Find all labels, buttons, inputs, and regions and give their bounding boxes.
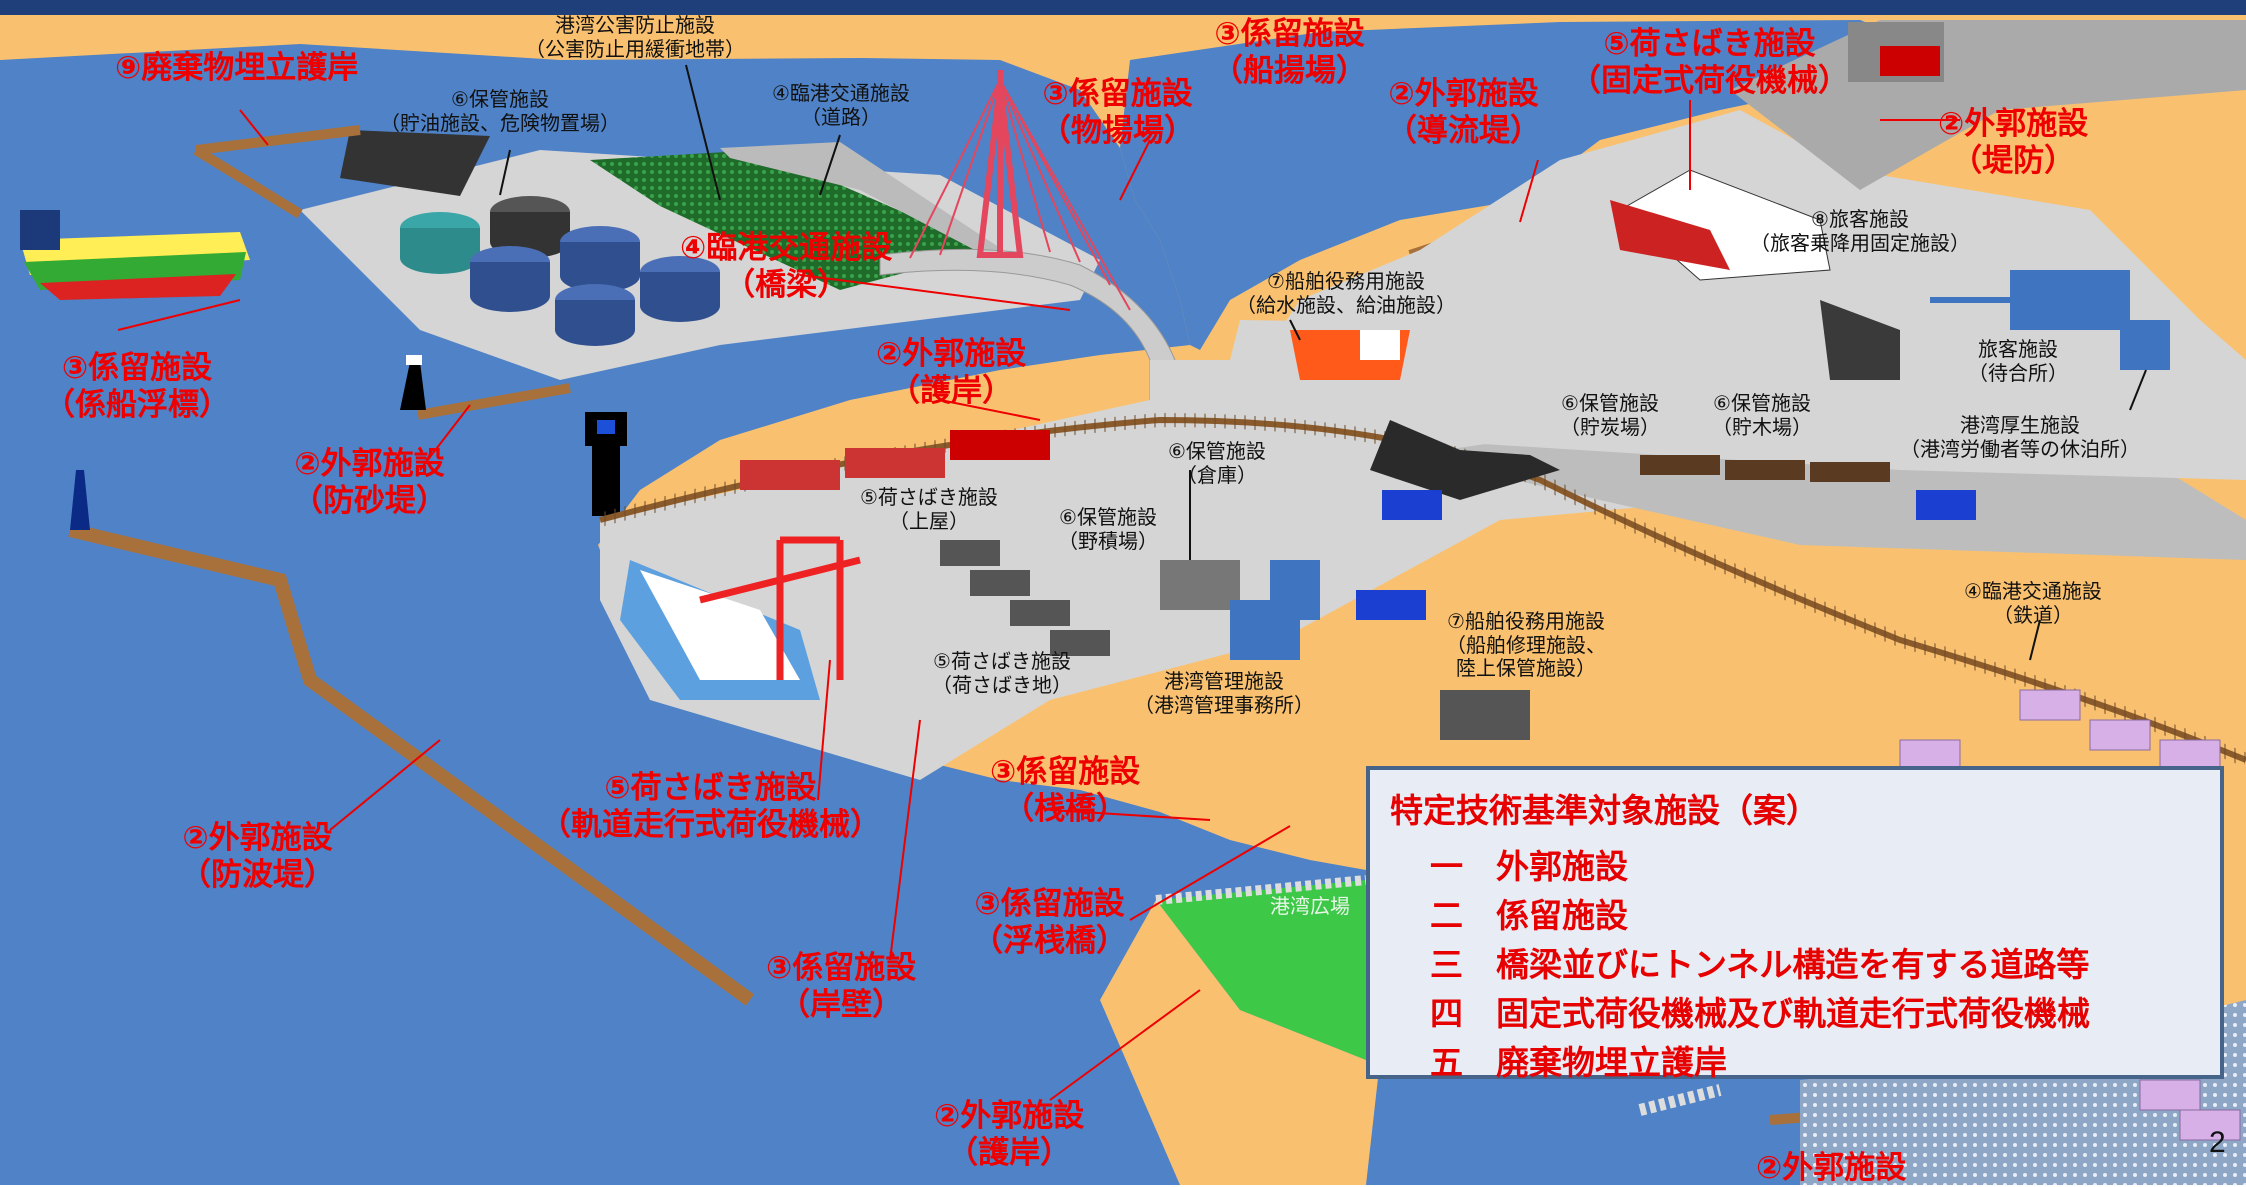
sand-barrier-wall bbox=[417, 383, 571, 420]
label-road: ④臨港交通施設（道路） bbox=[772, 81, 910, 129]
label-floating-pier: ③係留施設（浮桟橋） bbox=[972, 886, 1127, 959]
blue-gate-1 bbox=[1382, 490, 1442, 520]
label-warehouse: ⑥保管施設（倉庫） bbox=[1168, 439, 1266, 487]
label-shed: ⑤荷さばき施設（上屋） bbox=[860, 485, 998, 533]
plaza-shore bbox=[1100, 900, 1366, 1185]
label-waste-revetment: ⑨廃棄物埋立護岸 bbox=[115, 50, 359, 86]
freight-train bbox=[740, 430, 1050, 490]
label-water-supply: ⑦船舶役務用施設（給水施設、給油施設） bbox=[1236, 269, 1456, 317]
seawall-blocks-2 bbox=[1638, 1084, 1722, 1116]
label-revetment-top: ②外郭施設（護岸） bbox=[876, 336, 1027, 409]
label-storage-oil: ⑥保管施設（貯油施設、危険物置場） bbox=[380, 87, 620, 135]
annotation-arrows bbox=[117, 100, 1960, 1101]
label-passenger-fixed: ⑧旅客施設（旅客乗降用固定施設） bbox=[1750, 207, 1970, 255]
label-mooring-unload: ③係留施設（物揚場） bbox=[1040, 76, 1195, 149]
top-bar bbox=[0, 0, 2246, 15]
blue-gate-3 bbox=[1356, 590, 1426, 620]
legend-box: 特定技術基準対象施設（案） 一外郭施設 二係留施設 三橋梁並びにトンネル構造を有… bbox=[1366, 766, 2224, 1082]
label-welfare: 港湾厚生施設（港湾労働者等の休泊所） bbox=[1900, 413, 2140, 461]
waste-landfill bbox=[340, 130, 490, 196]
road-upper bbox=[720, 142, 1000, 258]
label-cargo-rail: ⑤荷さばき施設（軌道走行式荷役機械） bbox=[540, 770, 881, 843]
label-railway: ④臨港交通施設（鉄道） bbox=[1964, 579, 2102, 627]
label-pollution-buffer: 港湾公害防止施設（公害防止用緩衝地帯） bbox=[525, 13, 745, 61]
page-number: 2 bbox=[2209, 1126, 2226, 1159]
red-gate bbox=[1880, 46, 1940, 76]
label-ship-repair: ⑦船舶役務用施設（船舶修理施設、陸上保管施設） bbox=[1446, 609, 1606, 681]
label-buoy: ③係留施設（係船浮標） bbox=[44, 350, 230, 423]
legend-item: 四固定式荷役機械及び軌道走行式荷役機械 bbox=[1430, 994, 2090, 1033]
label-sand-barrier: ②外郭施設（防砂堤） bbox=[292, 446, 447, 519]
plaza-green bbox=[1156, 880, 1366, 1060]
houses bbox=[1899, 689, 2241, 1141]
label-outer-levee: ②外郭施設（堤防） bbox=[1938, 106, 2089, 179]
label-revetment-bottom: ②外郭施設（護岸） bbox=[934, 1098, 1085, 1171]
oil-tanks bbox=[400, 196, 720, 346]
cable-stayed-bridge bbox=[879, 70, 1176, 401]
label-port-office: 港湾管理施設（港湾管理事務所） bbox=[1134, 669, 1314, 717]
legend-title: 特定技術基準対象施設（案） bbox=[1390, 791, 1819, 830]
sea-main bbox=[0, 44, 1366, 1185]
label-coal-yard: ⑥保管施設（貯炭場） bbox=[1560, 391, 1660, 439]
label-outer-guide: ②外郭施設（導流堤） bbox=[1386, 76, 1541, 149]
timber-stacks bbox=[1640, 455, 1890, 482]
lighthouse-icons bbox=[70, 355, 627, 530]
label-mooring-lift: ③係留施設（船揚場） bbox=[1212, 16, 1367, 89]
legend-item: 五廃棄物埋立護岸 bbox=[1430, 1043, 1727, 1082]
coal-pile bbox=[1370, 420, 1560, 500]
pavement-right bbox=[1240, 110, 2246, 480]
label-cargo-area: ⑤荷さばき施設（荷さばき地） bbox=[932, 649, 1072, 697]
label-open-storage: ⑥保管施設（野積場） bbox=[1058, 505, 1158, 553]
legend-item: 二係留施設 bbox=[1430, 896, 1628, 935]
legend-item: 一外郭施設 bbox=[1430, 847, 1628, 886]
black-arrows bbox=[499, 64, 2147, 661]
gantry-crane bbox=[699, 536, 861, 680]
blue-gate-2 bbox=[1916, 490, 1976, 520]
label-breakwater: ②外郭施設（防波堤） bbox=[180, 820, 335, 893]
label-cut-bottom: ②外郭施設 bbox=[1756, 1150, 1907, 1186]
waste-revetment-wall bbox=[193, 125, 361, 219]
ships bbox=[20, 169, 1900, 700]
label-bridge: ④臨港交通施設（橋梁） bbox=[680, 230, 893, 303]
passenger-terminal bbox=[1930, 270, 2170, 370]
label-pier: ③係留施設（桟橋） bbox=[990, 754, 1141, 827]
label-quay: ③係留施設（岸壁） bbox=[766, 950, 917, 1023]
label-plaza: 港湾広場 bbox=[1270, 894, 1350, 918]
breakwater-wall bbox=[68, 523, 755, 1006]
label-timber-yard: ⑥保管施設（貯木場） bbox=[1712, 391, 1812, 439]
warehouses bbox=[940, 540, 1530, 740]
label-cargo-fixed: ⑤荷さばき施設（固定式荷役機械） bbox=[1570, 26, 1849, 99]
label-passenger-wait: 旅客施設（待合所） bbox=[1968, 337, 2068, 385]
seawall-blocks bbox=[1155, 875, 1367, 905]
legend-item: 三橋梁並びにトンネル構造を有する道路等 bbox=[1430, 945, 2090, 984]
